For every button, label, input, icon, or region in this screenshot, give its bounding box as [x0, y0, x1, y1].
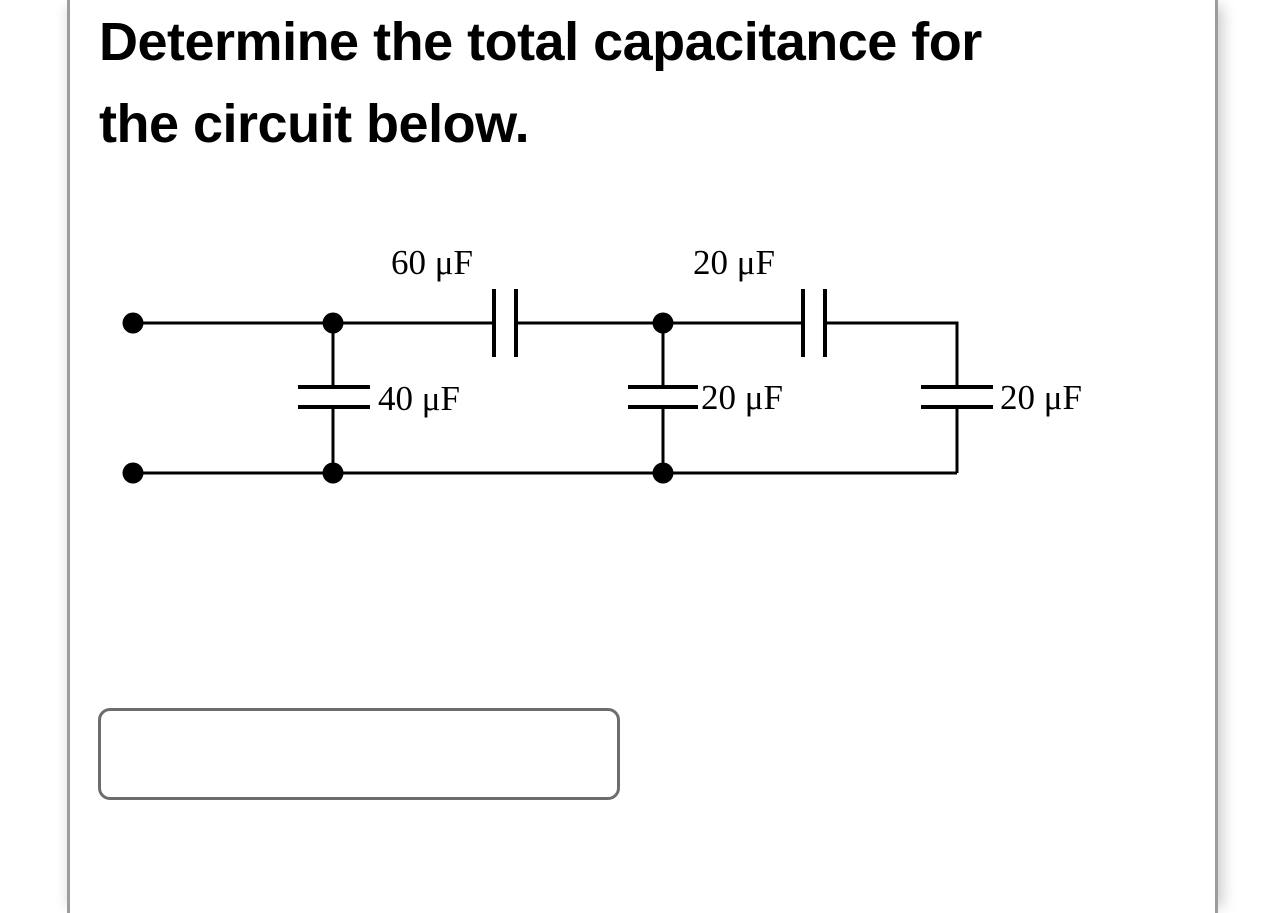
- answer-input[interactable]: [98, 708, 620, 800]
- question-title-line2: the circuit below.: [99, 94, 530, 154]
- question-title-line1: Determine the total capacitance for: [99, 12, 982, 72]
- question-title: Determine the total capacitance for the …: [99, 1, 982, 165]
